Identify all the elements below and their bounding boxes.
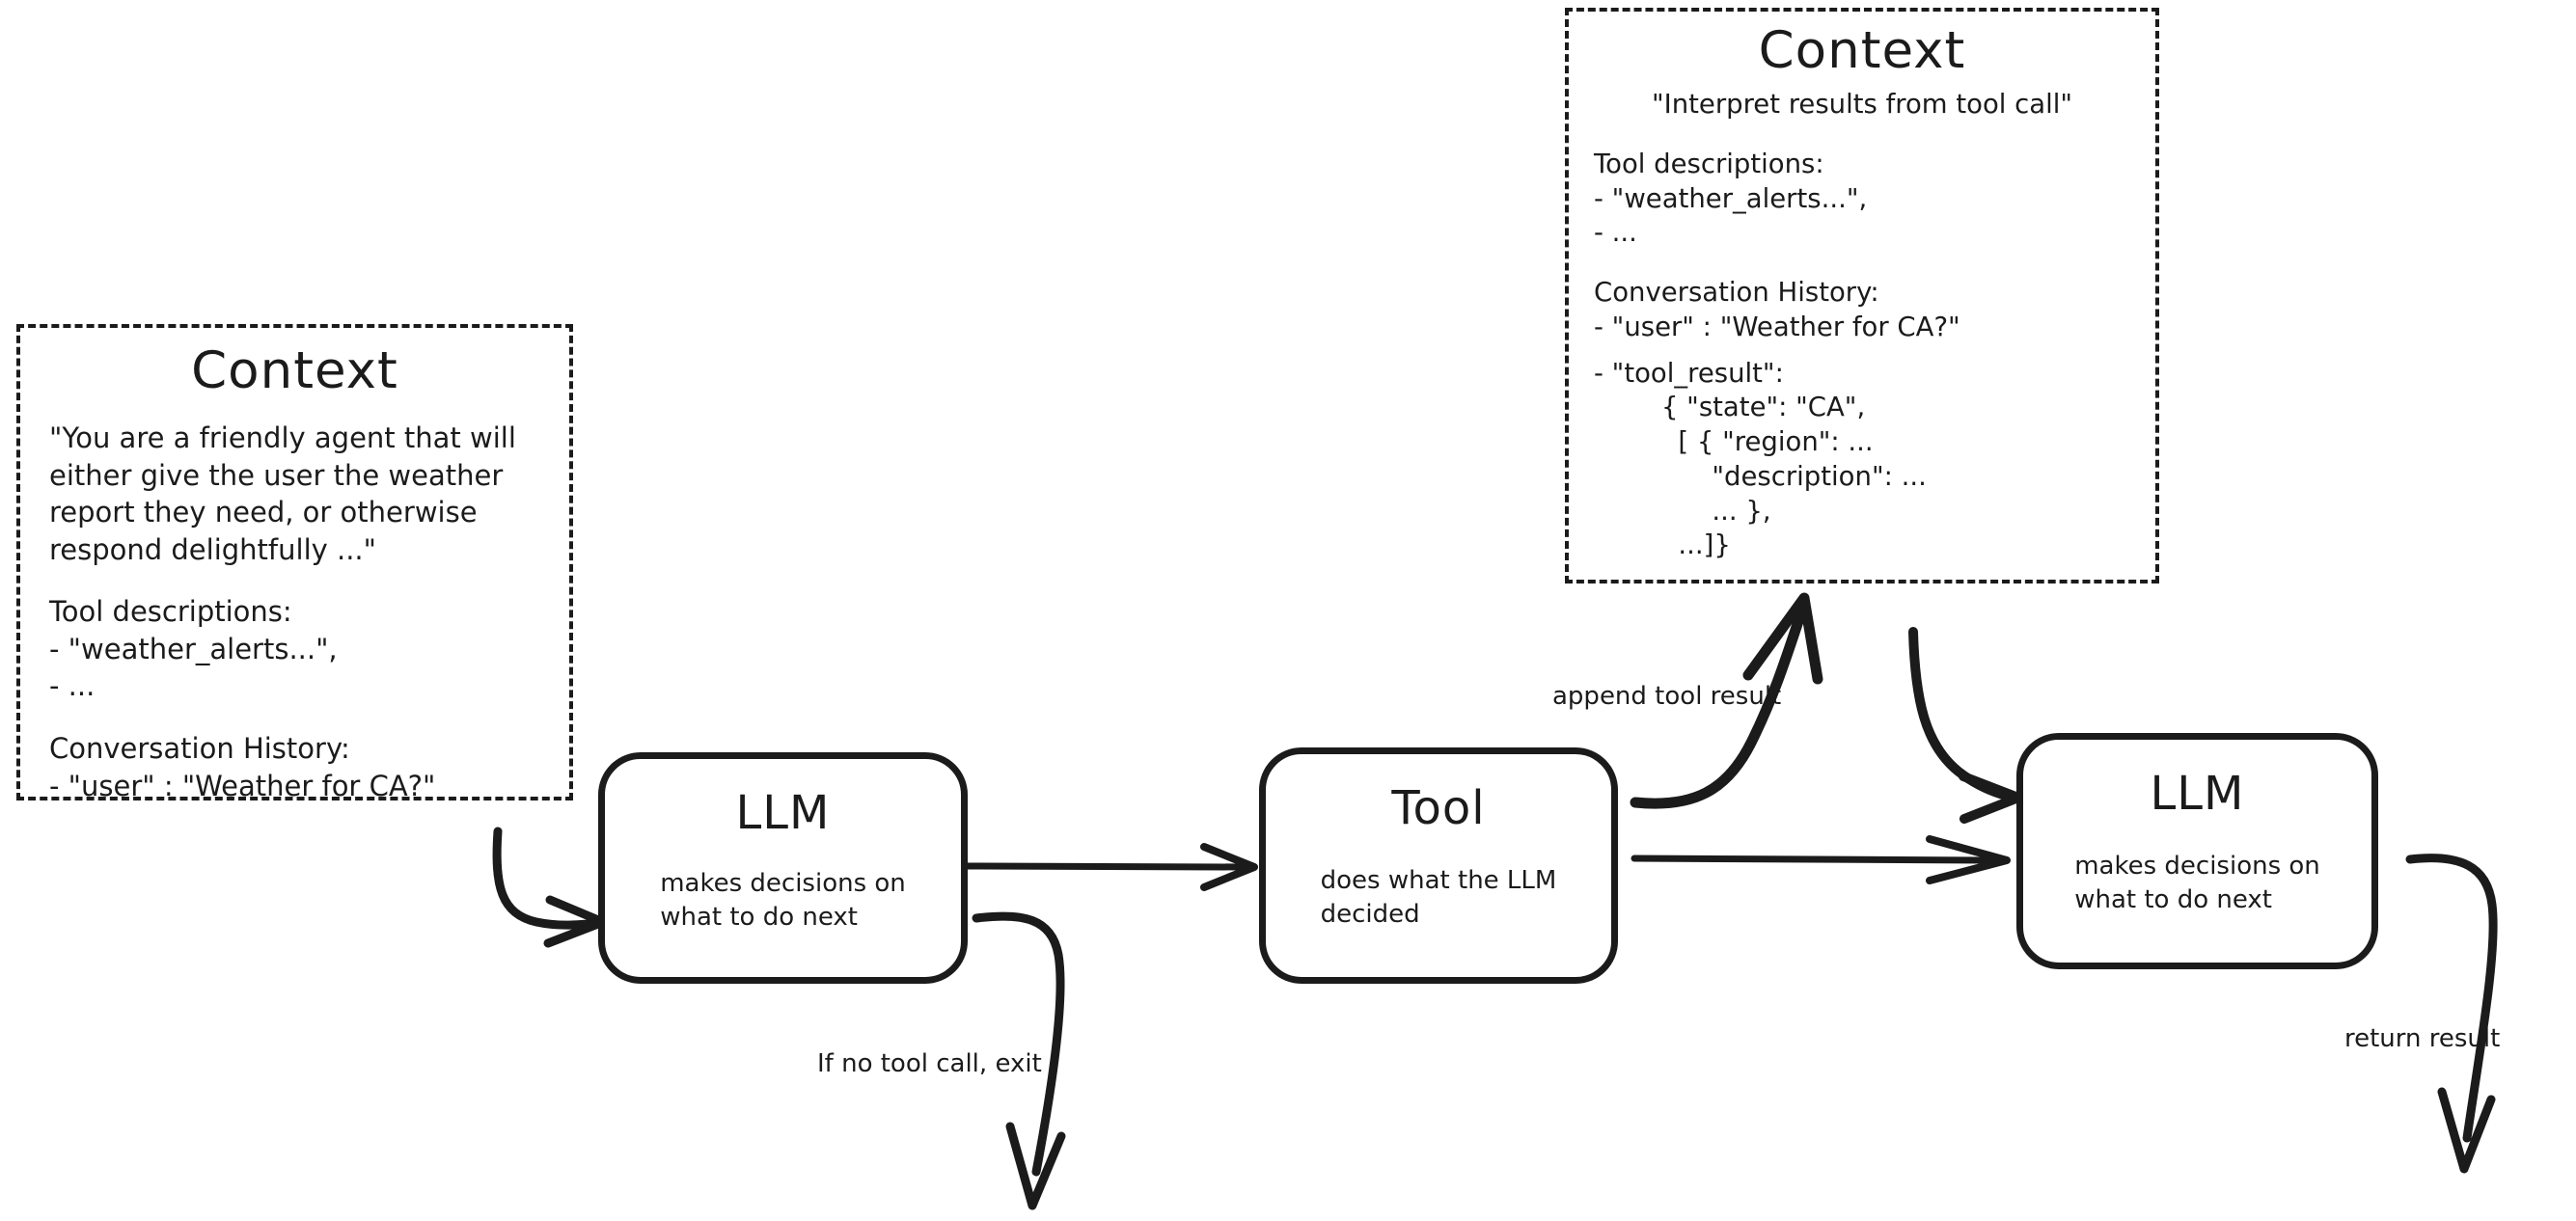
context-right-conversation-user: - "user" : "Weather for CA?" xyxy=(1594,311,1960,342)
node-tool-title: Tool xyxy=(1391,781,1486,835)
edge-label-append-tool-result: append tool result xyxy=(1552,682,1782,711)
node-tool[interactable]: Tool does what the LLM decided xyxy=(1259,747,1618,984)
node-llm-1-subtitle: makes decisions on what to do next xyxy=(660,869,906,933)
context-right-conversation-tool-result: - "tool_result": { "state": "CA", [ { "r… xyxy=(1594,357,1927,561)
context-box-right: Context "Interpret results from tool cal… xyxy=(1565,8,2159,583)
context-right-system-prompt: "Interpret results from tool call" xyxy=(1651,89,2073,120)
context-left-tool-descriptions-items: - "weather_alerts...", - ... xyxy=(49,632,338,703)
context-left-conversation-heading: Conversation History: xyxy=(49,731,350,765)
edge-tool-to-llm2 xyxy=(1631,835,2011,884)
node-llm-2[interactable]: LLM makes decisions on what to do next xyxy=(2016,733,2378,969)
edge-label-if-no-tool-call-exit: If no tool call, exit xyxy=(817,1049,1042,1078)
node-llm-2-subtitle: makes decisions on what to do next xyxy=(2074,852,2320,915)
context-right-conversation-heading: Conversation History: xyxy=(1594,277,1879,308)
edge-context-left-to-llm1 xyxy=(492,827,608,948)
context-right-tool-descriptions-items: - "weather_alerts...", - ... xyxy=(1594,182,1868,249)
context-left-system-prompt: "You are a friendly agent that will eith… xyxy=(49,421,526,566)
context-left-tool-descriptions-heading: Tool descriptions: xyxy=(49,595,292,629)
node-llm-2-title: LLM xyxy=(2150,767,2245,821)
context-box-left: Context "You are a friendly agent that w… xyxy=(16,324,573,802)
context-left-conversation-items: - "user" : "Weather for CA?" xyxy=(49,769,436,802)
edge-label-return-result: return result xyxy=(2344,1024,2501,1053)
node-llm-1[interactable]: LLM makes decisions on what to do next xyxy=(598,752,968,984)
context-right-title: Context xyxy=(1758,21,1966,80)
edge-context-right-to-llm2 xyxy=(1908,627,2023,824)
edge-llm1-to-tool xyxy=(964,843,1258,891)
context-right-tool-descriptions-heading: Tool descriptions: xyxy=(1594,148,1824,179)
edge-llm2-return-result xyxy=(2405,854,2498,1174)
node-tool-subtitle: does what the LLM decided xyxy=(1320,866,1557,930)
context-left-title: Context xyxy=(191,341,398,400)
node-llm-1-title: LLM xyxy=(735,786,831,840)
